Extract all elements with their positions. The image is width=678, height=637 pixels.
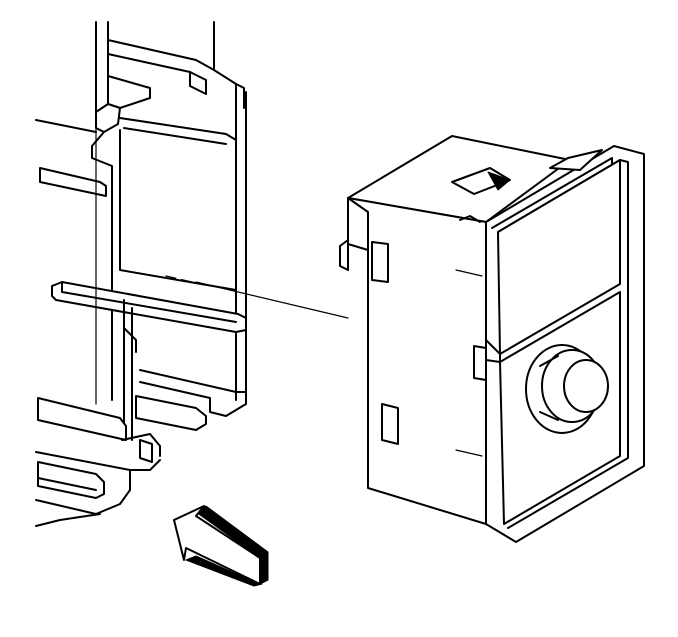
bezel-housing xyxy=(35,21,247,527)
alignment-line xyxy=(165,275,349,319)
install-arrow xyxy=(173,505,269,587)
switch-module xyxy=(339,135,645,543)
